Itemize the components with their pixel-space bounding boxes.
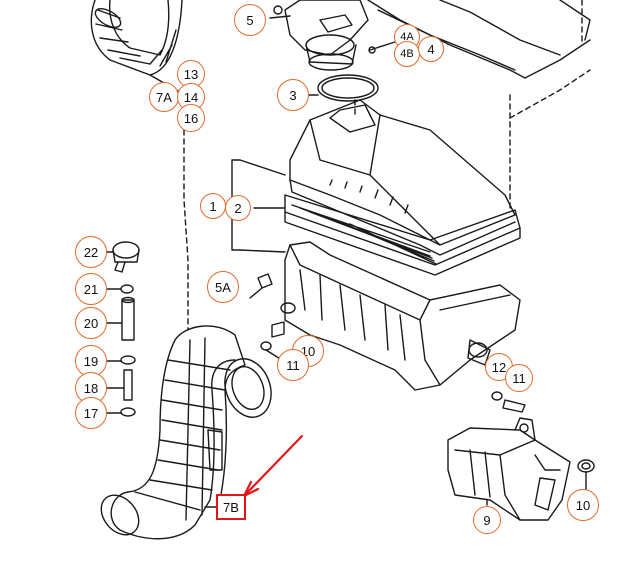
grommet: [577, 459, 595, 491]
callout-21[interactable]: 21: [75, 273, 107, 305]
callout-3[interactable]: 3: [277, 79, 309, 111]
air-cleaner-cover: [289, 99, 516, 256]
callout-5[interactable]: 5: [234, 4, 266, 36]
callout-11-left[interactable]: 11: [277, 349, 309, 381]
callout-16[interactable]: 16: [177, 104, 205, 132]
intake-hose-lower: [100, 325, 272, 540]
callout-18[interactable]: 18: [75, 372, 107, 404]
callout-19[interactable]: 19: [75, 345, 107, 377]
leader-lines: [183, 69, 591, 331]
callout-4b[interactable]: 4B: [394, 41, 420, 67]
intake-hose-upper: [90, 0, 186, 96]
callout-20[interactable]: 20: [75, 307, 107, 339]
callout-4[interactable]: 4: [418, 36, 444, 62]
upper-connector: [269, 0, 396, 71]
callout-7a[interactable]: 7A: [149, 82, 179, 112]
highlighted-callout-7b[interactable]: 7B: [216, 494, 246, 520]
bolts: [249, 273, 526, 413]
upper-housing: [367, 0, 591, 79]
lower-housing: [284, 241, 521, 391]
callout-22[interactable]: 22: [75, 236, 107, 268]
callout-17[interactable]: 17: [75, 397, 107, 429]
callout-11-right[interactable]: 11: [505, 364, 533, 392]
seal-ring: [307, 74, 379, 102]
small-parts-column: [105, 241, 140, 417]
callout-2[interactable]: 2: [225, 195, 251, 221]
callout-5a[interactable]: 5A: [207, 271, 239, 303]
resonator: [447, 417, 571, 521]
callout-9[interactable]: 9: [473, 506, 501, 534]
filter-element: [253, 194, 521, 276]
callout-10-right[interactable]: 10: [567, 489, 599, 521]
callout-1[interactable]: 1: [200, 193, 226, 219]
highlight-arrow: [242, 434, 304, 498]
